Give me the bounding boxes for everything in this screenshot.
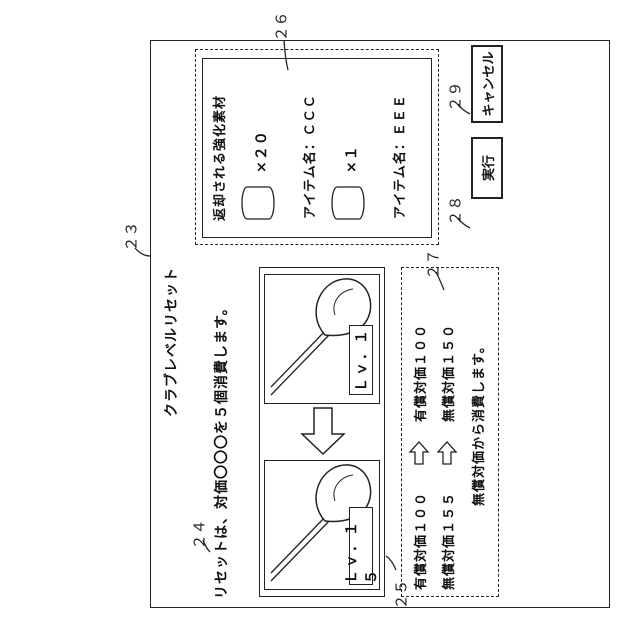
dialog-title: クラブレベルリセット (161, 267, 181, 417)
consume-message: リセットは、対価〇〇〇を５個消費します。 (211, 300, 231, 599)
refund-name-2: アイテム名：ＥＥＥ (389, 94, 408, 219)
refund-heading: 返却される強化素材 (209, 95, 228, 221)
material-icon (329, 183, 369, 223)
paid-before: 有償対価１００ (410, 492, 429, 590)
after-club-card: Ｌｖ．１ (264, 274, 380, 404)
consume-note: 無償対価から消費します。 (468, 339, 487, 506)
paid-after: 有償対価１００ (410, 324, 429, 422)
refund-count-1: ×２０ (251, 130, 271, 173)
refund-outer-panel: 返却される強化素材 ×２０ アイテム名：ＣＣＣ ×１ アイテム名：ＥＥＥ (195, 49, 439, 245)
right-arrow-icon (408, 440, 430, 466)
reset-dialog: クラブレベルリセット リセットは、対価〇〇〇を５個消費します。 Ｌｖ．１５ (150, 40, 610, 608)
ref-26: ２６ (271, 11, 292, 41)
refund-name-1: アイテム名：ＣＣＣ (299, 94, 318, 219)
material-icon (239, 183, 279, 223)
after-level-label: Ｌｖ．１ (349, 325, 373, 395)
refund-count-2: ×１ (341, 145, 361, 173)
refund-panel: 返却される強化素材 ×２０ アイテム名：ＣＣＣ ×１ アイテム名：ＥＥＥ (202, 58, 432, 238)
cost-panel: 有償対価１００ 無償対価１５５ 有償対価１００ 無償対価１５０ 無償対価から消費… (401, 267, 499, 597)
execute-button[interactable]: 実行 (471, 137, 503, 199)
free-after: 無償対価１５０ (438, 324, 457, 422)
right-arrow-icon (436, 440, 458, 466)
before-level-label: Ｌｖ．１５ (349, 507, 373, 585)
up-arrow-icon (298, 404, 348, 458)
level-change-panel: Ｌｖ．１５ Ｌｖ．１ (259, 267, 385, 597)
before-club-card: Ｌｖ．１５ (264, 460, 380, 590)
free-before: 無償対価１５５ (438, 492, 457, 590)
ref-23: ２３ (121, 221, 142, 251)
cancel-button[interactable]: キャンセル (471, 45, 503, 123)
